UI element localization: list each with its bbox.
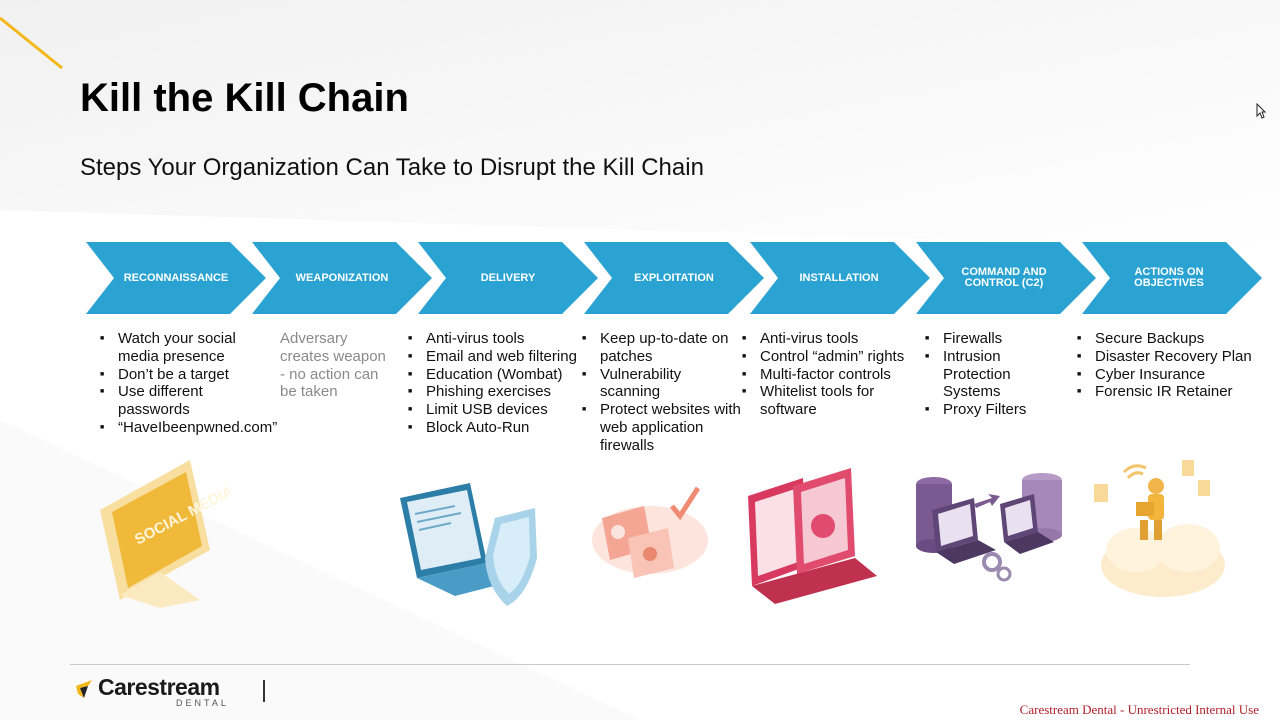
column-reconnaissance: Watch your social media presence Don’t b… [100,330,277,437]
chevron-exploitation [584,242,764,314]
kill-chain-chevrons [86,242,1262,314]
cloud-user-illustration [1094,460,1225,597]
list-item: Watch your social media presence [100,330,277,366]
classification-label: Carestream Dental - Unrestricted Interna… [1019,702,1259,717]
list-item: Limit USB devices [408,401,580,419]
list-item: Cyber Insurance [1077,366,1254,384]
column-delivery: Anti-virus tools Email and web filtering… [408,330,580,437]
carestream-logo-icon [76,680,92,698]
servers-network-illustration [916,473,1062,582]
slide-title: Kill the Kill Chain [80,76,409,120]
step-label-delivery: DELIVERY [480,271,536,284]
list-item: Protect websites with web application fi… [582,401,742,454]
list-item: Whitelist tools for software [742,383,909,419]
slide-subtitle: Steps Your Organization Can Take to Disr… [80,154,704,181]
column-exploitation: Keep up-to-date on patches Vulnerability… [582,330,742,455]
column-installation: Anti-virus tools Control “admin” rights … [742,330,909,419]
social-media-monitor-illustration: SOCIAL MEDIA [100,460,230,608]
list-item: Anti-virus tools [742,330,909,348]
list-item: Disaster Recovery Plan [1077,348,1254,366]
step-label-weaponization: WEAPONIZATION [295,271,389,284]
logo-subtitle: DENTAL [176,698,229,708]
list-item: Keep up-to-date on patches [582,330,742,366]
step-label-reconnaissance: RECONNAISSANCE [123,271,229,284]
list-item: Multi-factor controls [742,366,909,384]
list-item: Secure Backups [1077,330,1254,348]
list-item: Firewalls [925,330,1037,348]
list-item: Proxy Filters [925,401,1037,419]
chevron-actions-on-objectives [1082,242,1262,314]
list-item: Anti-virus tools [408,330,580,348]
list-item: Don’t be a target [100,366,277,384]
step-label-actions-on-objectives: ACTIONS ON OBJECTIVES [1134,266,1204,289]
footer-divider [70,664,1190,665]
column-actions-on-objectives: Secure Backups Disaster Recovery Plan Cy… [1077,330,1254,401]
column-weaponization: Adversary creates weapon - no action can… [280,330,390,401]
step-label-installation: INSTALLATION [799,271,879,284]
list-item: Intrusion Protection Systems [925,348,1037,401]
mouse-cursor-icon [1256,103,1266,119]
chevron-delivery [418,242,598,314]
list-item: Email and web filtering [408,348,580,366]
step-label-exploitation: EXPLOITATION [634,271,714,284]
weaponization-note: Adversary creates weapon - no action can… [280,330,386,401]
laptop-shield-illustration [400,483,537,606]
list-item: Phishing exercises [408,383,580,401]
step-label-command-and-control: COMMAND AND CONTROL (C2) [961,266,1047,289]
list-item: “HaveIbeenpwned.com” [100,419,277,437]
list-item: Vulnerability scanning [582,366,742,402]
list-item: Education (Wombat) [408,366,580,384]
chevron-weaponization [252,242,432,314]
column-command-and-control: Firewalls Intrusion Protection Systems P… [925,330,1037,419]
accent-line [0,16,63,70]
list-item: Use different passwords [100,383,277,419]
list-item: Control “admin” rights [742,348,909,366]
chevron-reconnaissance [86,242,266,314]
chevron-installation [750,242,930,314]
logo-name: Carestream [98,674,220,700]
chevron-command-and-control [916,242,1096,314]
laptop-lock-illustration [748,468,877,604]
list-item: Forensic IR Retainer [1077,383,1254,401]
list-item: Block Auto-Run [408,419,580,437]
footer-separator [263,680,265,702]
cloud-security-illustration [592,486,708,578]
